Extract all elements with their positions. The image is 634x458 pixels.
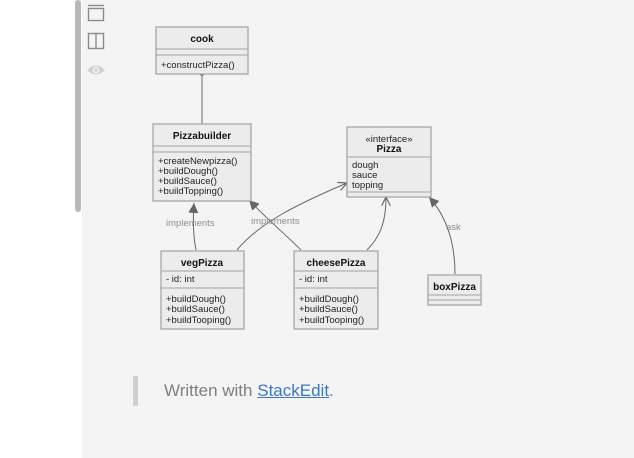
- class-title: Pizza: [376, 144, 401, 155]
- method-text: +buildSauce(): [158, 176, 217, 187]
- implements-label: implements: [166, 218, 215, 229]
- implements-label: implements: [251, 216, 300, 227]
- method-text: +buildDough(): [158, 166, 218, 177]
- class-title: vegPizza: [181, 258, 224, 269]
- vegpizza-pizzabuilder-edge: [188, 202, 199, 251]
- attribute-text: - id: int: [166, 274, 195, 285]
- method-text: +createNewpizza(): [158, 156, 237, 167]
- vegpizza-pizza-edge: [236, 183, 347, 251]
- attribute-text: - id: int: [299, 274, 328, 285]
- class-boxpizza: boxPizza: [427, 274, 482, 306]
- method-text: +buildDough(): [166, 294, 226, 305]
- footer-suffix: .: [329, 381, 334, 400]
- class-pizzabuilder: Pizzabuilder +createNewpizza() +buildDou…: [152, 123, 252, 202]
- class-title: cheesePizza: [307, 258, 366, 269]
- class-cheesepizza: cheesePizza - id: int +buildDough() +bui…: [293, 250, 379, 330]
- method-text: +constructPizza(): [161, 60, 235, 71]
- method-text: +buildTopping(): [158, 186, 223, 197]
- panel-icon[interactable]: [86, 3, 106, 23]
- method-text: +buildDough(): [299, 294, 359, 305]
- method-text: +buildTooping(): [299, 315, 364, 326]
- columns-icon[interactable]: [86, 31, 106, 51]
- stereotype-label: «interface»: [365, 134, 412, 145]
- cheesepizza-pizzabuilder-edge: [248, 199, 302, 251]
- class-title: cook: [190, 34, 214, 45]
- attribute-text: dough: [352, 160, 378, 171]
- cheesepizza-pizza-edge: [366, 197, 386, 251]
- footer-prefix: Written with: [164, 381, 253, 400]
- ask-label: ask: [446, 222, 461, 233]
- class-title: Pizzabuilder: [173, 131, 231, 142]
- class-title: boxPizza: [433, 282, 476, 293]
- boxpizza-pizza-edge: [428, 196, 456, 275]
- attribute-text: sauce: [352, 170, 377, 181]
- method-text: +buildTooping(): [166, 315, 231, 326]
- class-cook: cook +constructPizza(): [155, 26, 249, 75]
- editor-pane: [0, 0, 82, 458]
- interface-pizza: «interface» Pizza dough sauce topping: [346, 126, 432, 198]
- method-text: +buildSauce(): [299, 304, 358, 315]
- scrollbar[interactable]: [75, 0, 81, 212]
- eye-icon[interactable]: [86, 60, 106, 80]
- stackedit-link[interactable]: StackEdit: [257, 381, 330, 400]
- footer-quote: Written with StackEdit.: [133, 376, 334, 406]
- class-vegpizza: vegPizza - id: int +buildDough() +buildS…: [160, 250, 245, 330]
- attribute-text: topping: [352, 180, 383, 191]
- method-text: +buildSauce(): [166, 304, 225, 315]
